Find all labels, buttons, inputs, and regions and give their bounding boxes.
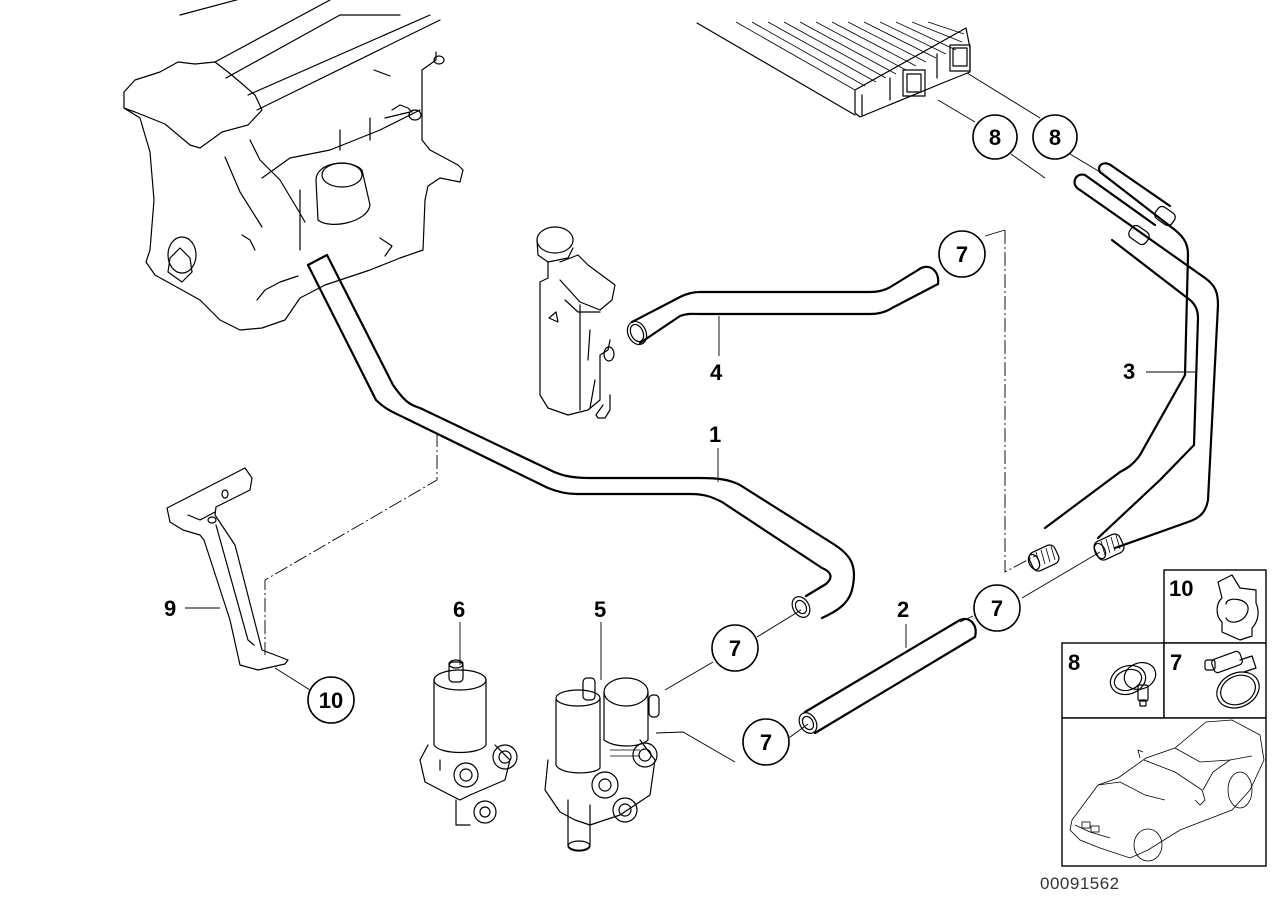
svg-text:8: 8 — [989, 125, 1001, 150]
pipe-3-threaded-end-b — [1093, 533, 1125, 561]
label-part-6: 6 — [453, 597, 465, 622]
auxiliary-pump-6 — [419, 659, 518, 826]
callout-10-bracket[interactable]: 10 — [307, 676, 355, 724]
svg-text:10: 10 — [319, 688, 343, 713]
svg-text:7: 7 — [956, 242, 968, 267]
callout-7-hose4[interactable]: 7 — [938, 230, 986, 278]
pipe-3-threaded-end-a — [1027, 544, 1060, 572]
callout-8b[interactable]: 8 — [1032, 114, 1078, 160]
label-part-2: 2 — [897, 597, 909, 622]
double-valve-5 — [544, 677, 660, 852]
legend-box-7[interactable]: 7 — [1163, 642, 1267, 719]
label-part-1: 1 — [709, 422, 721, 447]
svg-text:7: 7 — [729, 636, 741, 661]
heater-core — [696, 21, 971, 118]
hose-clamp-7-icon — [1204, 650, 1260, 709]
diagram-reference-number: 00091562 — [1040, 874, 1120, 893]
clip-10-icon — [1216, 574, 1259, 641]
svg-text:7: 7 — [1170, 650, 1182, 675]
pipe-3 — [1027, 162, 1220, 572]
legend-box-8[interactable]: 8 — [1061, 642, 1165, 719]
svg-text:8: 8 — [1068, 650, 1080, 675]
svg-text:7: 7 — [760, 730, 772, 755]
part-labels: 1 2 3 4 5 6 9 — [164, 359, 1135, 622]
bracket-9 — [166, 467, 289, 671]
svg-text:8: 8 — [1049, 125, 1061, 150]
label-part-4: 4 — [710, 360, 723, 385]
legend-box-vehicle — [1061, 717, 1267, 867]
callout-8a[interactable]: 8 — [972, 114, 1018, 160]
hose-4 — [626, 265, 940, 346]
hose-1 — [306, 253, 856, 620]
callout-7-hose2[interactable]: 7 — [742, 718, 790, 766]
engine-block — [123, 0, 464, 331]
expansion-tank — [536, 226, 616, 419]
callout-7-hose1[interactable]: 7 — [711, 624, 759, 672]
svg-text:7: 7 — [991, 596, 1003, 621]
callout-7-pipe3[interactable]: 7 — [973, 584, 1021, 632]
hose-2 — [798, 617, 977, 735]
svg-text:10: 10 — [1169, 576, 1193, 601]
label-part-9: 9 — [164, 596, 176, 621]
label-part-5: 5 — [594, 597, 606, 622]
label-part-3: 3 — [1123, 359, 1135, 384]
vehicle-silhouette-icon — [1069, 719, 1265, 862]
hose-clamp-8-icon — [1109, 662, 1157, 707]
legend-box-10[interactable]: 10 — [1163, 569, 1267, 644]
leader-lines — [185, 72, 1195, 763]
